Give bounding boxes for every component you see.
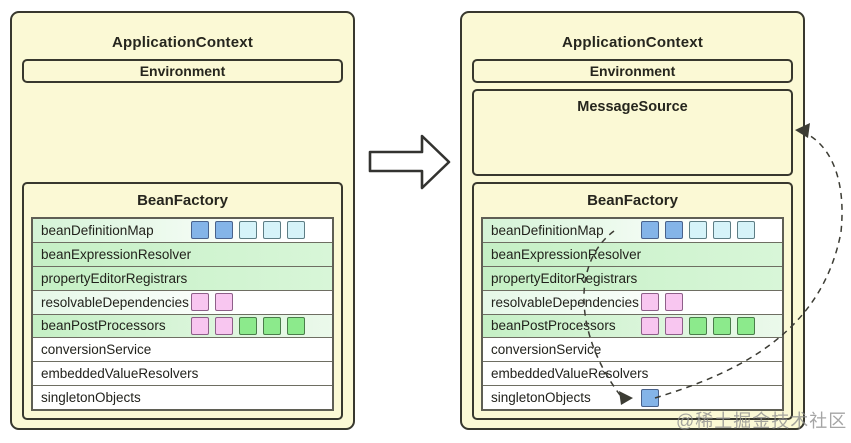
bean-factory-row: conversionService xyxy=(483,338,782,363)
bean-factory-row: beanExpressionResolver xyxy=(483,242,782,267)
blue-bean-square-icon xyxy=(215,221,233,240)
row-label: embeddedValueResolvers xyxy=(41,366,199,382)
environment-box: Environment xyxy=(22,59,343,83)
message-source-label: MessageSource xyxy=(577,99,688,115)
bean-factory-row: conversionService xyxy=(33,338,332,363)
bean-factory-table: beanDefinitionMap beanExpressionResolver p… xyxy=(31,217,334,411)
blue-bean-square-icon xyxy=(191,221,209,240)
row-label: conversionService xyxy=(41,342,152,358)
pink-bean-square-icon xyxy=(665,316,683,335)
row-label: conversionService xyxy=(491,342,602,358)
bean-factory-row: beanPostProcessors xyxy=(33,314,332,339)
green-bean-square-icon xyxy=(689,316,707,335)
green-bean-square-icon xyxy=(287,316,305,335)
bean-factory-title: BeanFactory xyxy=(137,192,228,209)
row-label: embeddedValueResolvers xyxy=(491,366,649,382)
green-bean-square-icon xyxy=(263,316,281,335)
cyan-bean-square-icon xyxy=(689,221,707,240)
bean-factory-row: singletonObjects xyxy=(483,386,782,409)
bean-factory-row: beanDefinitionMap xyxy=(483,219,782,243)
watermark: @稀土掘金技术社区 xyxy=(676,411,848,431)
blue-bean-square-icon xyxy=(641,388,659,407)
bean-factory-row: resolvableDependencies xyxy=(33,290,332,315)
bean-factory-row: beanDefinitionMap xyxy=(33,219,332,243)
blue-bean-square-icon xyxy=(641,221,659,240)
application-context-panel-before: ApplicationContext Environment BeanFacto… xyxy=(10,11,355,430)
cyan-bean-square-icon xyxy=(263,221,281,240)
bean-factory-title: BeanFactory xyxy=(587,192,678,209)
pink-bean-square-icon xyxy=(191,293,209,312)
pink-bean-square-icon xyxy=(641,293,659,312)
row-label: propertyEditorRegistrars xyxy=(41,270,188,286)
pink-bean-square-icon xyxy=(215,316,233,335)
cyan-bean-square-icon xyxy=(713,221,731,240)
blue-bean-square-icon xyxy=(665,221,683,240)
row-label: beanDefinitionMap xyxy=(41,222,154,238)
cyan-bean-square-icon xyxy=(239,221,257,240)
application-context-panel-after: ApplicationContext Environment MessageSo… xyxy=(460,11,805,430)
green-bean-square-icon xyxy=(713,316,731,335)
bean-factory-row: embeddedValueResolvers xyxy=(483,362,782,387)
bean-factory-row: resolvableDependencies xyxy=(483,290,782,315)
row-label: beanExpressionResolver xyxy=(41,246,192,262)
bean-factory-row: beanExpressionResolver xyxy=(33,242,332,267)
environment-label: Environment xyxy=(589,63,676,79)
bean-factory-row: embeddedValueResolvers xyxy=(33,362,332,387)
flow-right-arrow-icon xyxy=(368,134,451,190)
environment-box: Environment xyxy=(472,59,793,83)
cyan-bean-square-icon xyxy=(737,221,755,240)
row-label: propertyEditorRegistrars xyxy=(491,270,638,286)
row-label: singletonObjects xyxy=(41,390,141,406)
environment-label: Environment xyxy=(139,63,226,79)
row-label: singletonObjects xyxy=(491,390,591,406)
bean-factory-box: BeanFactory beanDefinitionMap beanExpress… xyxy=(22,182,343,420)
pink-bean-square-icon xyxy=(215,293,233,312)
cyan-bean-square-icon xyxy=(287,221,305,240)
row-label: beanExpressionResolver xyxy=(491,246,642,262)
row-label: resolvableDependencies xyxy=(491,294,639,310)
bean-factory-row: beanPostProcessors xyxy=(483,314,782,339)
bean-factory-box: BeanFactory beanDefinitionMap beanExpress… xyxy=(472,182,793,420)
green-bean-square-icon xyxy=(239,316,257,335)
pink-bean-square-icon xyxy=(641,316,659,335)
bean-factory-row: propertyEditorRegistrars xyxy=(483,266,782,291)
row-label: beanDefinitionMap xyxy=(491,222,604,238)
pink-bean-square-icon xyxy=(665,293,683,312)
green-bean-square-icon xyxy=(737,316,755,335)
bean-factory-table: beanDefinitionMap beanExpressionResolver p… xyxy=(481,217,784,411)
message-source-box: MessageSource xyxy=(472,89,793,176)
panel-title: ApplicationContext xyxy=(111,34,254,51)
bean-factory-row: singletonObjects xyxy=(33,386,332,409)
pink-bean-square-icon xyxy=(191,316,209,335)
bean-factory-row: propertyEditorRegistrars xyxy=(33,266,332,291)
row-label: beanPostProcessors xyxy=(41,318,166,334)
row-label: resolvableDependencies xyxy=(41,294,189,310)
row-label: beanPostProcessors xyxy=(491,318,616,334)
panel-title: ApplicationContext xyxy=(561,34,704,51)
